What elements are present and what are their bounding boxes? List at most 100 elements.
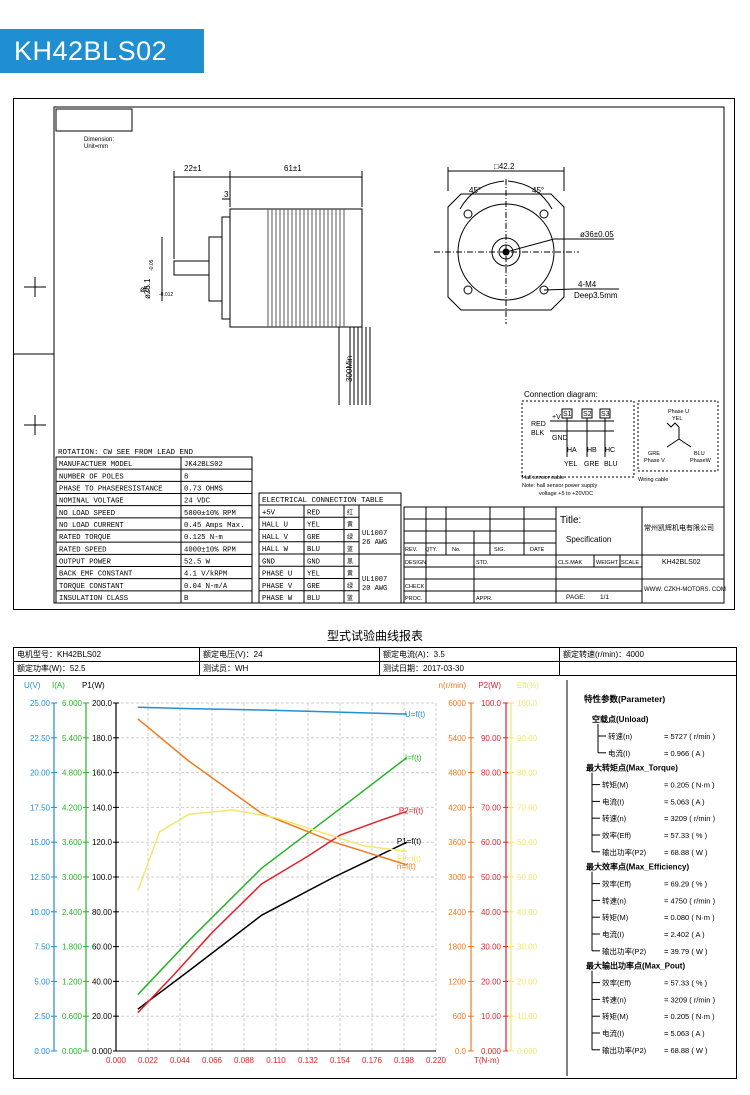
y-tick-label: 120.0 [92,838,113,847]
y-axis-label: P2(W) [478,681,501,690]
spec-value: 52.5 W [184,559,211,567]
y-tick-label: 3.000 [62,873,83,882]
conn-blu: BLU [604,461,618,468]
y-tick-label: 0.000 [62,1047,83,1056]
y-tick-label: 0.0 [455,1047,467,1056]
param-value: = 68.88 ( W ) [664,1046,708,1055]
y-tick-label: 20.00 [481,977,502,986]
tb-spec: Specification [566,535,611,544]
param-value: = 5.063 ( A ) [664,797,705,806]
elec-name: +5V [262,509,276,517]
series-label: Eff=f(t) [397,854,421,863]
elec-cn: 绿 [347,533,353,541]
hdr-speed: 额定转速(r/min)：4000 [563,650,644,659]
dim-flange-tol: -0.05 [149,259,155,271]
elec-cn: 蓝 [347,594,353,602]
conn-note-2: Note: hall sensor power supply [522,483,597,489]
elec-name: PHASE V [262,583,293,591]
y-tick-label: 0.000 [92,1047,113,1056]
elec-color: YEL [307,522,320,530]
series-line [137,706,407,715]
mechanical-drawing: Dimension: Unit=mm 22±1 [13,98,735,610]
y-axis-label: I(A) [52,681,65,690]
cable2-line2: 20 AWG [362,585,387,593]
sensor-s2: S2 [583,411,592,418]
elec-cn: 红 [347,508,353,516]
y-tick-label: 20.00 [92,1012,113,1021]
y-tick-label: 7.50 [34,943,50,952]
motor-front-view [434,167,619,324]
elec-name: HALL U [262,522,288,530]
tb-proc: PROC. [405,596,423,602]
y-tick-label: 90.00 [481,734,502,743]
y-tick-label: 1.200 [62,977,83,986]
param-key: 转速(n) [602,813,627,823]
y-tick-label: 1200 [448,977,466,986]
param-key: 输出功率(P2) [602,946,647,956]
y-tick-label: 10.00 [481,1012,502,1021]
y-tick-label: 0.000 [481,1047,502,1056]
param-value: = 5.063 ( A ) [664,1029,705,1038]
phase-u-color: YEL [672,416,682,422]
y-tick-label: 4800 [448,769,466,778]
y-tick-label: 70.00 [517,803,538,812]
dim-pilot: ø36±0.05 [580,230,614,239]
spec-value: 4000±10% RPM [184,546,236,554]
series-line [137,810,408,1014]
y-tick-label: 15.00 [30,838,51,847]
y-tick-label: 10.00 [517,1012,538,1021]
dim-flange-dia: ø25.1 [143,278,152,299]
elec-name: PHASE U [262,571,292,579]
dim-shaft-tol: -0.012 [159,292,173,298]
phase-u-label: Phase U [668,409,689,415]
spec-value: 5800±10% RPM [184,510,236,518]
tb-sig: SIG. [494,547,505,553]
y-tick-label: 80.00 [517,769,538,778]
hall-sensor-diagram [521,400,719,478]
tb-company: 常州凯辉机电有限公司 [644,523,714,532]
y-tick-label: 5.00 [34,977,50,986]
elec-color: YEL [307,571,320,579]
param-key: 效率(Eff) [602,879,632,889]
param-key: 转速(n) [602,895,627,905]
elec-color: GND [307,558,320,566]
report-header-row-1: 电机型号：KH42BLS02 额定电压(V)：24 额定电流(A)：3.5 额定… [14,648,736,662]
y-tick-label: 100.0 [92,873,113,882]
y-tick-label: 30.00 [481,943,502,952]
y-tick-label: 20.00 [30,769,51,778]
x-tick-label: 0.066 [202,1056,223,1065]
param-key: 转矩(M) [602,780,629,790]
tb-rev: REV. [405,547,418,553]
series-line [137,756,408,996]
spec-label: OUTPUT POWER [59,559,111,567]
spec-label: NO LOAD CURRENT [59,522,124,530]
conn-red: RED [531,421,546,428]
wiring-cable-label: Wiring cable [638,477,668,483]
param-value: = 5727 ( r/min ) [664,732,716,741]
spec-label: RATED SPEED [59,546,106,554]
y-tick-label: 100.0 [481,699,502,708]
y-tick-label: 70.00 [481,803,502,812]
param-value: = 4750 ( r/min ) [664,896,716,905]
y-axis-label: Eff(%) [517,681,539,690]
sensor-s1: S1 [563,411,572,418]
series-label: U=f(t) [405,710,426,719]
dim-square: □42.2 [494,162,515,171]
param-value: = 57.33 ( % ) [664,831,708,840]
dim-holes: 4-M4 [578,280,597,289]
tb-weight: WEIGHT [596,560,619,566]
test-report: 电机型号：KH42BLS02 额定电压(V)：24 额定电流(A)：3.5 额定… [13,647,737,1079]
y-tick-label: 3.600 [62,838,83,847]
y-axis-label: P1(W) [82,681,105,690]
phase-w-color: BLU [694,451,705,457]
conn-note-3: voltage +5 to +20VDC [539,491,593,497]
y-tick-label: 0.600 [62,1012,83,1021]
cable2-line1: UL1007 [362,576,387,584]
spec-value: JK42BLS02 [184,461,223,469]
spec-value: B [184,595,189,603]
param-key: 输出功率(P2) [602,847,647,857]
param-group-title: 最大输出功率点(Max_Pout) [586,961,685,971]
spec-label: RATED TORQUE [59,534,111,542]
